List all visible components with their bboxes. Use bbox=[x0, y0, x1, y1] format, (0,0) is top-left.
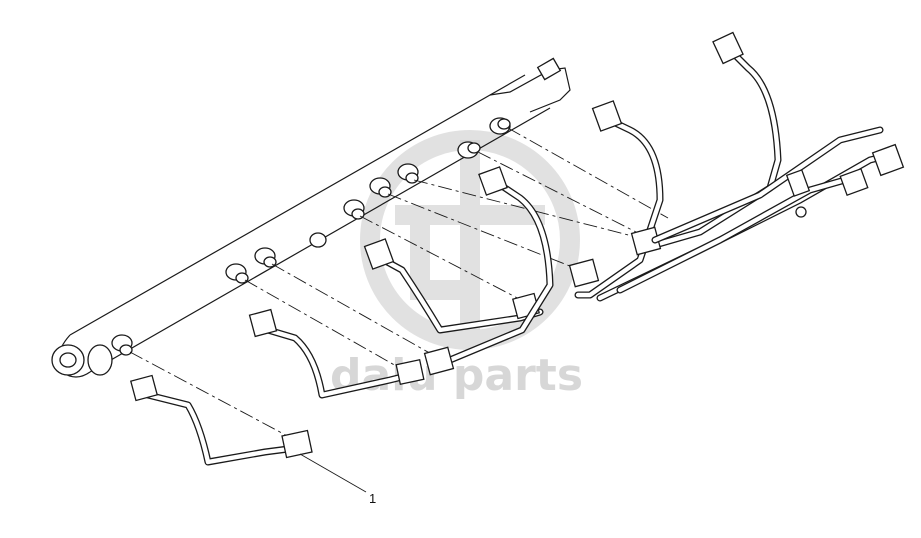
fuel-line-3 bbox=[363, 238, 544, 334]
fuel-line-6 bbox=[630, 31, 782, 256]
fuel-line-5 bbox=[568, 100, 664, 299]
watermark-logo bbox=[360, 130, 580, 350]
callout-1-label: 1 bbox=[369, 491, 376, 506]
rail-ports bbox=[111, 117, 511, 356]
alignment-lines bbox=[129, 127, 669, 441]
return-lines bbox=[596, 126, 905, 302]
fuel-line-4 bbox=[423, 166, 554, 376]
callout-1: 1 bbox=[299, 453, 376, 506]
fuel-line-2 bbox=[248, 308, 425, 399]
fuel-line-1 bbox=[129, 374, 313, 466]
